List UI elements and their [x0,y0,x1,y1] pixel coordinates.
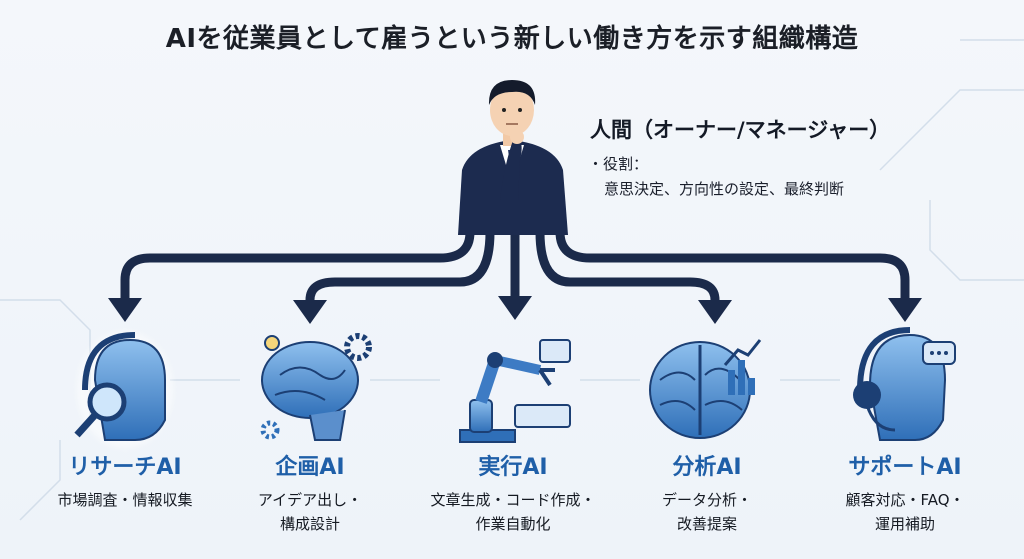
unit-desc-line: データ分析・ [661,491,752,509]
unit-desc-line: アイデア出し・ [257,491,363,509]
unit-desc-line: 運用補助 [874,515,935,533]
unit-name: 実行AI [478,455,548,480]
ai-unit-planning: 企画AI アイデア出し・ 構成設計 [210,452,410,536]
brain-chart-icon [649,339,762,439]
circuit-decoration [0,39,1024,521]
manager-role: ・役割： 意思決定、方向性の設定、最終判断 [588,152,844,202]
unit-desc: 市場調査・情報収集 [57,491,193,509]
unit-desc-line: 文章生成・コード作成・ [430,491,596,509]
manager-person-icon [458,80,568,235]
diagram-title: AIを従業員として雇うという新しい働き方を示す組織構造 [165,24,859,54]
hierarchy-arrows [120,227,910,310]
unit-desc: 顧客対応・FAQ・ 運用補助 [805,488,1005,536]
ai-unit-support: サポートAI 顧客対応・FAQ・ 運用補助 [805,452,1005,536]
unit-name: 分析AI [672,455,742,480]
robot-headset-icon [853,327,956,441]
robot-arm-icon [459,339,571,443]
ai-unit-research: リサーチAI 市場調査・情報収集 [25,452,225,512]
ai-unit-execution: 実行AI 文章生成・コード作成・ 作業自動化 [413,452,613,536]
unit-desc-line: 顧客対応・FAQ・ [845,491,965,509]
unit-desc: データ分析・ 改善提案 [607,488,807,536]
brain-gears-icon [260,333,372,441]
unit-name: 企画AI [275,455,345,480]
unit-desc-line: 構成設計 [279,515,340,533]
manager-title: 人間（オーナー/マネージャー） [590,118,891,142]
unit-desc-line: 改善提案 [676,515,737,533]
arrow-heads [108,296,922,324]
unit-desc-line: 作業自動化 [475,515,551,533]
role-description: 意思決定、方向性の設定、最終判断 [604,180,845,198]
unit-name: サポートAI [848,455,962,480]
unit-desc: 文章生成・コード作成・ 作業自動化 [413,488,613,536]
unit-desc: アイデア出し・ 構成設計 [210,488,410,536]
robot-magnifier-icon [74,332,173,448]
ai-unit-analysis: 分析AI データ分析・ 改善提案 [607,452,807,536]
unit-name: リサーチAI [68,455,182,480]
role-label: ・役割： [588,155,649,173]
